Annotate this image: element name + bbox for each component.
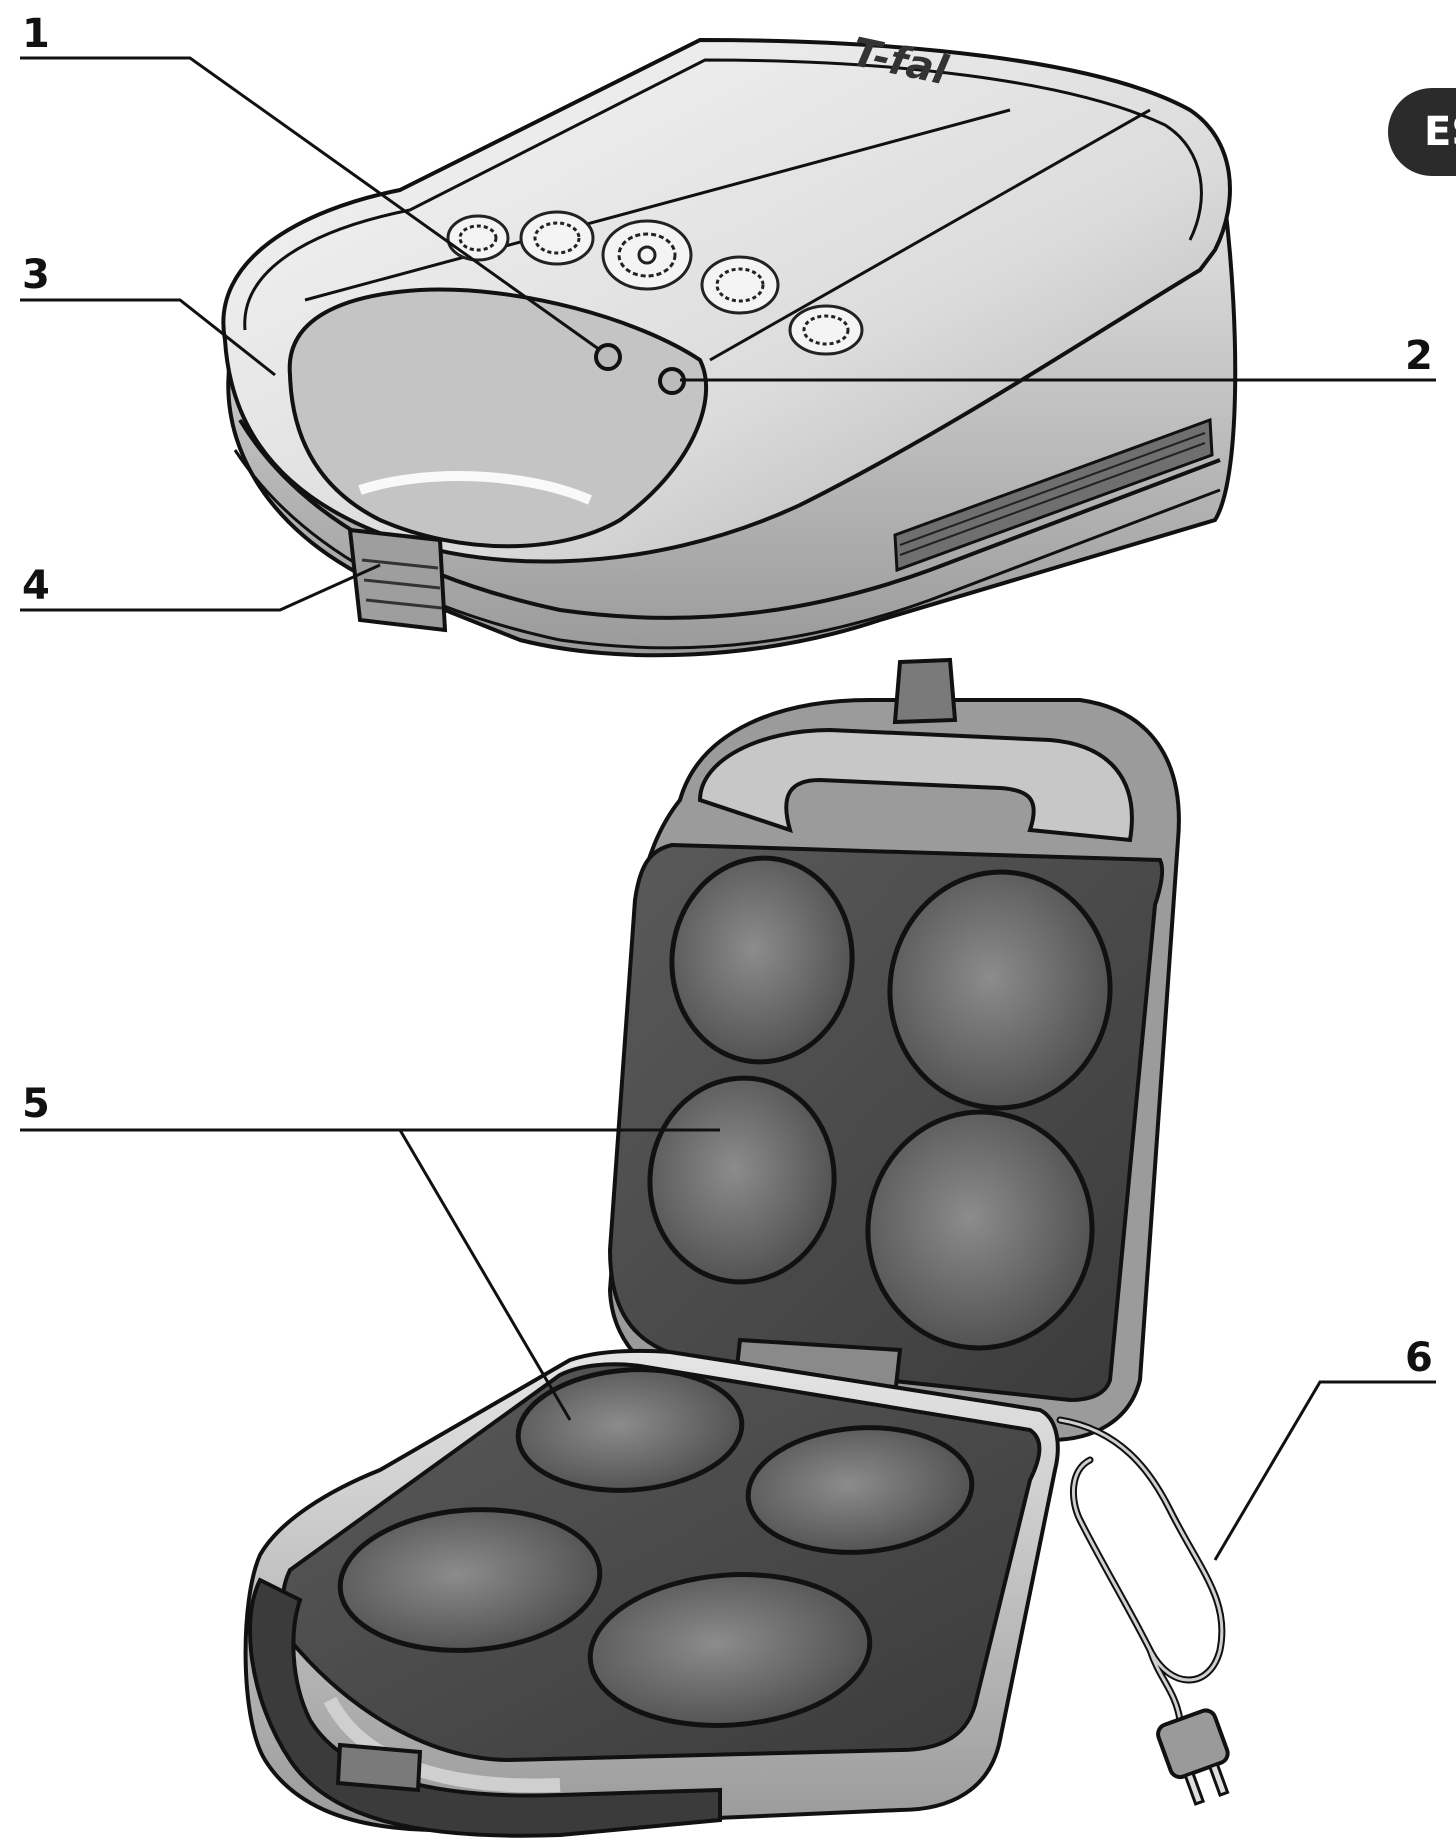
- callout-number-5: 5: [22, 1081, 50, 1127]
- bottom-plate-wells: [337, 1367, 975, 1728]
- closed-appliance: T-fal: [221, 29, 1238, 658]
- callout-5-leader-b: [398, 1129, 572, 1421]
- callout-number-3: 3: [22, 252, 50, 298]
- callout-leaders: [20, 56, 1436, 1561]
- callout-number-4: 4: [22, 563, 50, 609]
- power-plug: [1156, 1708, 1230, 1806]
- base-latch-catch: [335, 1742, 423, 1793]
- lid-medallions: [446, 210, 864, 356]
- open-appliance: [243, 657, 1230, 1838]
- callout-number-2: 2: [1405, 333, 1433, 379]
- callout-number-1: 1: [22, 11, 50, 57]
- callout-1-leader: [20, 56, 601, 352]
- callout-3-leader: [20, 298, 276, 377]
- power-indicator-light: [594, 343, 622, 371]
- open-latch-tab: [892, 657, 958, 725]
- callout-4-leader: [20, 563, 381, 612]
- callout-number-6: 6: [1405, 1335, 1433, 1381]
- open-lid-handle: [697, 727, 1134, 843]
- language-badge: ES: [1388, 88, 1456, 176]
- callout-6-leader: [1213, 1380, 1436, 1561]
